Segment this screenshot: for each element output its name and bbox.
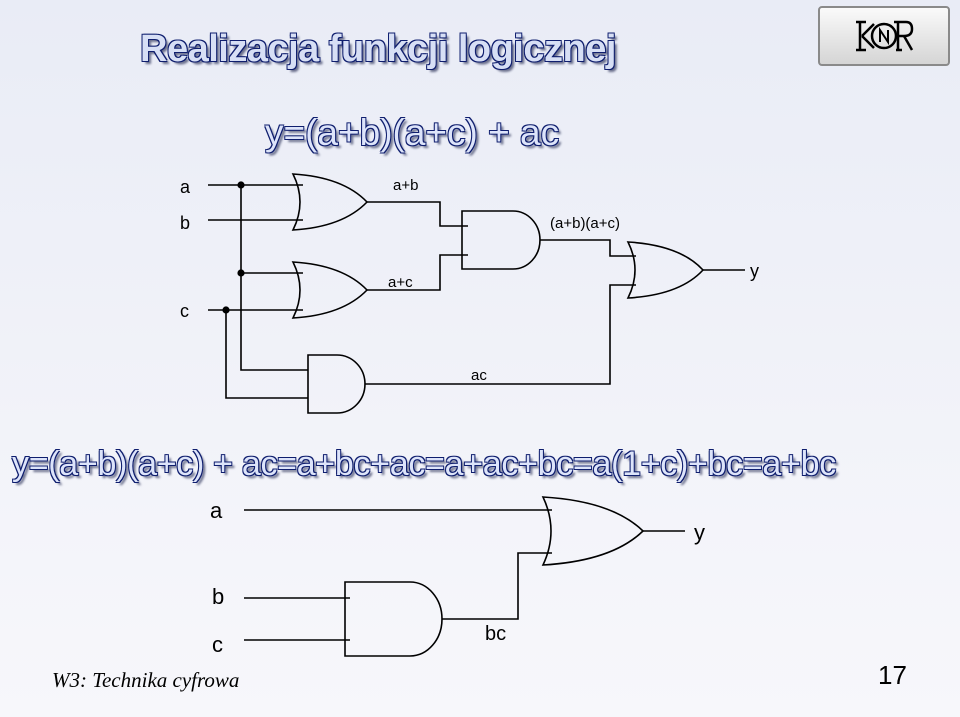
or-gate-final	[541, 496, 645, 566]
wire	[540, 239, 636, 257]
formula-top: y=(a+b)(a+c) + ac	[265, 112, 560, 153]
and-gate-product	[461, 210, 541, 270]
input-label-a: a	[180, 177, 191, 197]
junction-dot	[237, 269, 245, 277]
gate-label-ac: ac	[471, 367, 487, 384]
or-gate-a-c	[291, 261, 369, 319]
input-label-a-2: a	[210, 498, 223, 523]
gate-label-a-plus-b: a+b	[393, 177, 418, 194]
junction-dot	[222, 306, 230, 314]
input-label-b-2: b	[212, 584, 224, 609]
input-label-c-2: c	[212, 632, 223, 657]
footer-text: W3: Technika cyfrowa	[52, 668, 240, 692]
page-number: 17	[878, 660, 907, 690]
or-gate-a-b	[291, 173, 369, 231]
input-label-b: b	[180, 213, 190, 233]
and-gate-bc	[344, 581, 443, 657]
wire	[367, 201, 468, 227]
kcr-logo-icon	[818, 6, 950, 66]
gate-label-a-plus-c: a+c	[388, 274, 413, 291]
gate-label-product: (a+b)(a+c)	[550, 215, 620, 232]
or-gate-output	[626, 241, 705, 299]
junction-dot	[237, 181, 245, 189]
wire	[365, 284, 636, 385]
and-gate-ac	[307, 354, 366, 414]
wire	[240, 273, 308, 371]
output-label-y: y	[750, 261, 759, 281]
input-label-c: c	[180, 301, 189, 321]
wire	[367, 254, 468, 291]
formula-chain: y=(a+b)(a+c) + ac=a+bc+ac=a+ac+bc=a(1+c)…	[12, 445, 836, 483]
wire	[225, 310, 308, 399]
gate-label-bc: bc	[485, 623, 506, 645]
wire	[442, 552, 552, 620]
output-label-y-2: y	[694, 520, 705, 545]
slide-title: Realizacja funkcji logicznej	[140, 28, 616, 70]
